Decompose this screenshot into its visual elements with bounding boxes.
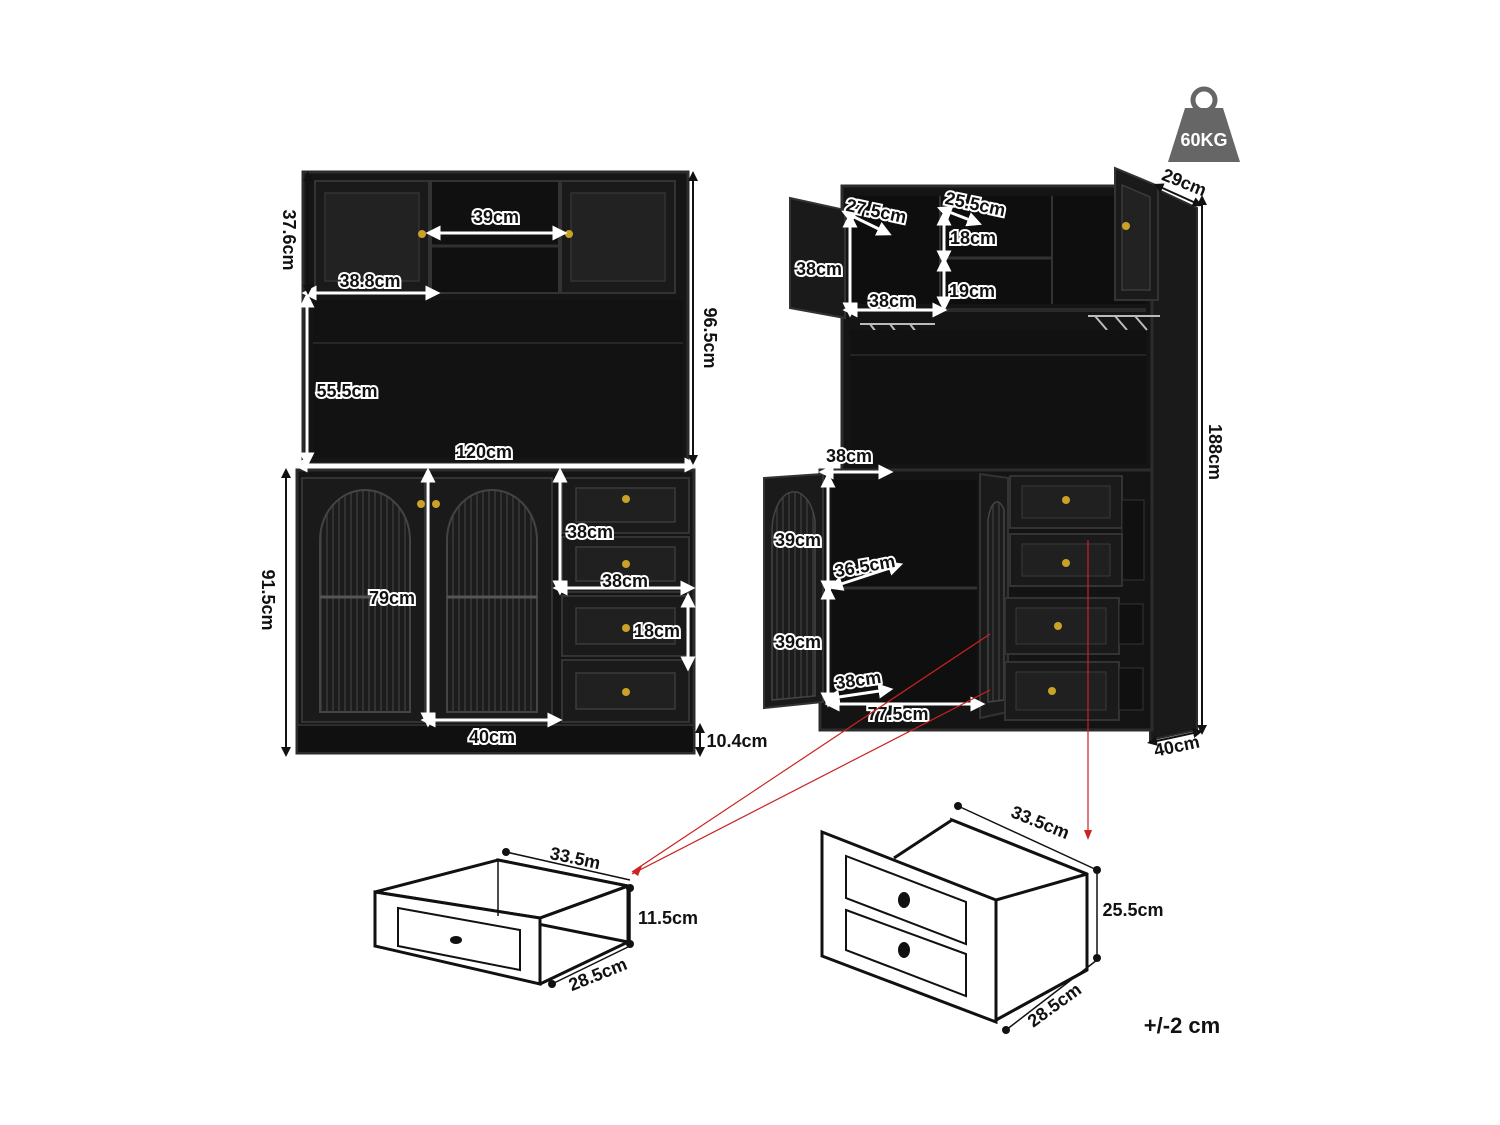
drawer-pull [898,942,910,958]
front-view-cabinet [281,170,705,757]
dim-total-width: 120cm [456,442,512,462]
knob [418,230,426,238]
small-drawer-width: 33.5m [548,843,602,873]
dim-hutch-height: 96.5cm [700,307,720,368]
knob [565,230,573,238]
weight-label: 60KG [1180,130,1227,150]
dim-open-shelf-height: 55.5cm [316,381,377,401]
dim-top-cabinet-height: 38cm [796,259,842,279]
dim-drawer-width: 38cm [602,571,648,591]
open-view-drawers [1004,475,1145,721]
large-drawer-width: 33.5cm [1008,802,1072,843]
pointer-lines [631,540,1089,875]
dim-total-height: 188cm [1205,424,1225,480]
small-drawer-height: 11.5cm [638,908,698,928]
open-view-cabinet [763,166,1207,746]
dim-base-door-width: 38cm [826,446,872,466]
drawer-pull [898,892,910,908]
dim-arch-door-height: 79cm [369,588,415,608]
small-drawer-dim-lines [505,851,631,985]
dim-arch-door-width: 40cm [469,727,515,747]
dim-leg-height: 10.4cm [706,731,767,751]
open-upper-left-door [789,196,846,320]
large-drawer-dim-lines [957,805,1098,1031]
dim-upper-door-width: 38.8cm [339,271,400,291]
arch-glass-left [319,489,411,713]
dim-drawer-height-upper: 38cm [567,522,613,542]
upper-center-shelf [430,180,560,294]
dim-base-shelf-upper-height: 39cm [775,530,821,550]
dim-top-shelf-height-upper: 18cm [950,228,996,248]
drawer-pull [450,936,462,944]
dim-top-cabinet-width: 38cm [869,291,915,311]
dim-drawer-height-lower: 18cm [634,621,680,641]
tolerance-note: +/-2 cm [1144,1013,1220,1038]
dim-upper-center-width: 39cm [473,207,519,227]
small-drawer-depth: 28.5cm [566,954,630,995]
large-drawer-height: 25.5cm [1102,900,1163,920]
dim-upper-height: 37.6cm [279,209,299,270]
dim-base-inner-width: 77.5cm [867,704,928,724]
dim-top-shelf-height-lower: 19cm [949,281,995,301]
knob [417,500,425,508]
front-drawers [561,477,690,723]
knob [432,500,440,508]
arch-glass-right [446,489,538,713]
weight-icon: 60KG [1168,86,1240,162]
dim-base-height: 91.5cm [258,569,278,630]
dim-base-shelf-lower-height: 39cm [775,632,821,652]
large-drawer-diagram [820,817,1089,1025]
